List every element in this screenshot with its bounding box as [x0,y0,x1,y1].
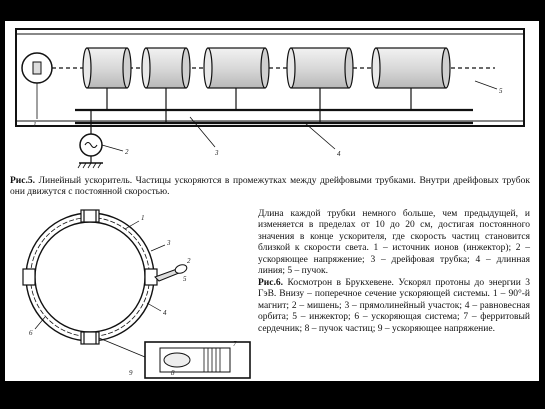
drift-tube [286,47,354,89]
drift-tube [371,47,451,89]
fig6-label-3: 3 [166,239,171,247]
linear-accelerator-diagram: 1 2 3 4 5 [15,28,525,169]
fig6-label-5: 5 [183,275,187,283]
straight-sections [22,209,158,345]
fig6-label-9: 9 [129,369,133,377]
page-sheet: 1 2 3 4 5 Рис.5. Линейный ускоритель. Ча… [5,21,539,381]
fig6-caption-text: Космотрон в Брукхевене. Ускорял протоны … [258,278,531,334]
fig5-title: Рис.5. [10,176,35,186]
particle-beam [163,352,191,368]
fig6-title: Рис.6. [258,278,283,288]
section-leader [98,337,146,358]
fig6-label-7: 7 [233,340,237,348]
accelerator-housing [15,28,525,127]
fig5-caption-continued: Длина каждой трубки немного больше, чем … [258,209,530,277]
fig5-label-3: 3 [214,149,219,157]
equilibrium-orbit [30,217,150,337]
fig5-label-4: 4 [337,150,341,158]
drift-tube [141,47,191,89]
fig6-caption: Рис.6. Космотрон в Брукхевене. Ускорял п… [258,278,530,335]
fig6-label-2: 2 [187,257,191,265]
drift-tube [203,47,270,89]
ring-leader-lines [34,220,166,330]
fig5-caption-text: Линейный ускоритель. Частицы ускоряются … [10,176,531,198]
ground-hatching [77,162,102,169]
ferrite-core [159,347,231,373]
fig6-label-4: 4 [163,309,167,317]
drift-tube [82,47,132,89]
injector-head [174,264,188,274]
rf-generator-symbol [84,141,98,149]
fig5-label-2: 2 [125,148,129,156]
ring-inner [34,221,146,333]
ring-outer [25,212,155,342]
fig5-label-5: 5 [499,87,503,95]
drift-tubes [82,47,451,89]
fig5-caption: Рис.5. Линейный ускоритель. Частицы уско… [10,176,530,199]
fig5-label-1: 1 [33,121,37,129]
tube-connectors [106,88,412,123]
fig6-label-1: 1 [141,214,145,222]
coil-windings [203,348,221,372]
leader-lines [36,80,498,152]
ion-source-core [32,61,42,75]
cosmotron-diagram: 1 2 3 4 5 6 7 8 9 [22,209,251,379]
fig6-label-6: 6 [29,329,33,337]
fig6-label-8: 8 [171,369,175,377]
